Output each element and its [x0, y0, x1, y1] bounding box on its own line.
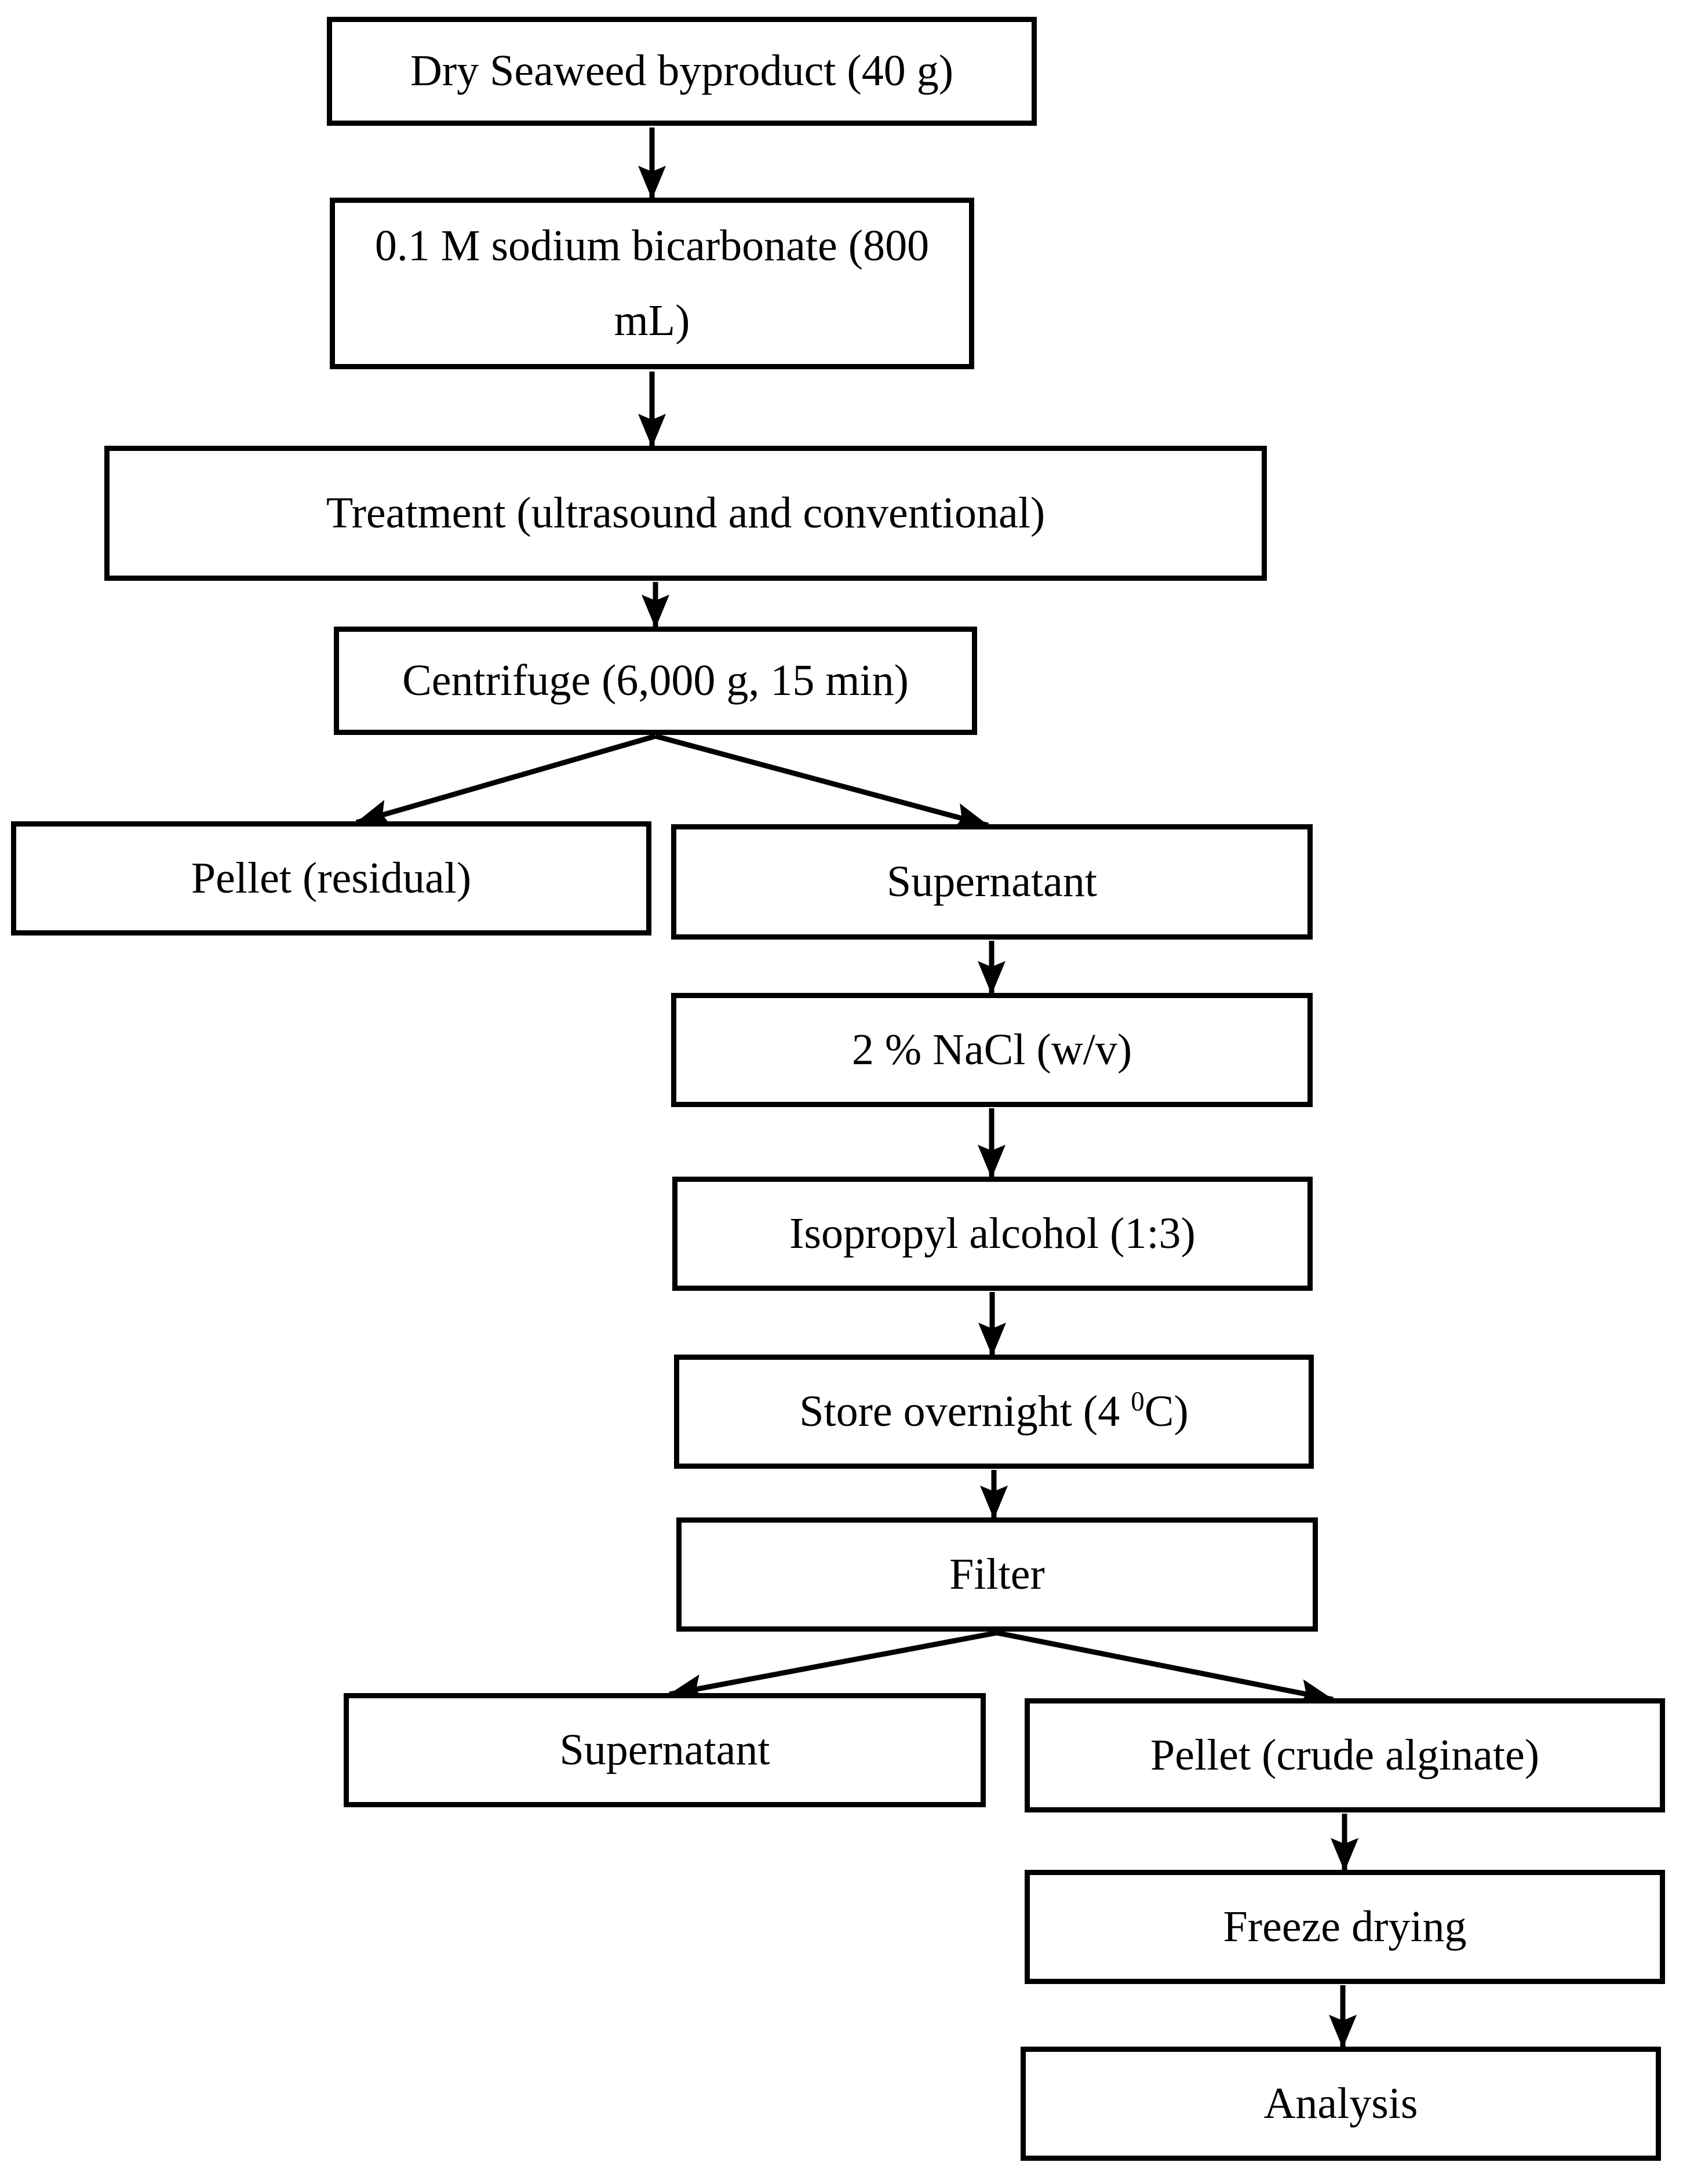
node-label: Dry Seaweed byproduct (40 g) — [410, 46, 954, 96]
node-nacl: 2 % NaCl (w/v) — [671, 993, 1313, 1107]
node-label-post: C) — [1144, 1386, 1189, 1436]
node-label: Freeze drying — [1223, 1902, 1467, 1951]
node-analysis: Analysis — [1021, 2047, 1661, 2161]
node-label: Centrifuge (6,000 g, 15 min) — [402, 656, 909, 705]
node-label: Isopropyl alcohol (1:3) — [789, 1209, 1196, 1258]
node-sodium-bicarbonate: 0.1 M sodium bicarbonate (800 mL) — [330, 198, 974, 369]
edge-filter-to-supernatant-2 — [669, 1630, 997, 1702]
node-label-pre: Store overnight (4 — [799, 1386, 1131, 1436]
node-label: Filter — [949, 1549, 1045, 1599]
node-filter: Filter — [676, 1517, 1318, 1632]
node-dry-seaweed: Dry Seaweed byproduct (40 g) — [327, 17, 1037, 126]
node-supernatant-2: Supernatant — [344, 1693, 986, 1807]
edge-centrifuge-to-supernatant-1 — [654, 733, 989, 831]
node-supernatant-1: Supernatant — [671, 824, 1313, 940]
node-store-overnight: Store overnight (4 0C) — [674, 1355, 1314, 1469]
node-pellet-residual: Pellet (residual) — [11, 821, 651, 936]
node-label: 0.1 M sodium bicarbonate (800 mL) — [374, 221, 930, 345]
node-label: Supernatant — [886, 857, 1097, 906]
node-label: 2 % NaCl (w/v) — [851, 1025, 1132, 1074]
edge-filter-to-pellet-crude — [996, 1630, 1334, 1707]
node-pellet-crude-alginate: Pellet (crude alginate) — [1025, 1698, 1665, 1812]
node-treatment: Treatment (ultrasound and conventional) — [104, 446, 1267, 581]
edge-centrifuge-to-pellet-residual — [355, 733, 657, 827]
node-centrifuge: Centrifuge (6,000 g, 15 min) — [334, 627, 977, 735]
node-isopropyl-alcohol: Isopropyl alcohol (1:3) — [672, 1177, 1313, 1291]
node-label-superscript: 0 — [1131, 1386, 1145, 1417]
node-label: Treatment (ultrasound and conventional) — [326, 488, 1046, 537]
node-label: Analysis — [1263, 2079, 1418, 2128]
node-label: Store overnight (4 0C) — [799, 1374, 1189, 1449]
node-label: Pellet (crude alginate) — [1150, 1730, 1539, 1779]
node-label: Pellet (residual) — [191, 853, 472, 902]
node-freeze-drying: Freeze drying — [1025, 1870, 1665, 1984]
node-label: Supernatant — [559, 1725, 770, 1774]
